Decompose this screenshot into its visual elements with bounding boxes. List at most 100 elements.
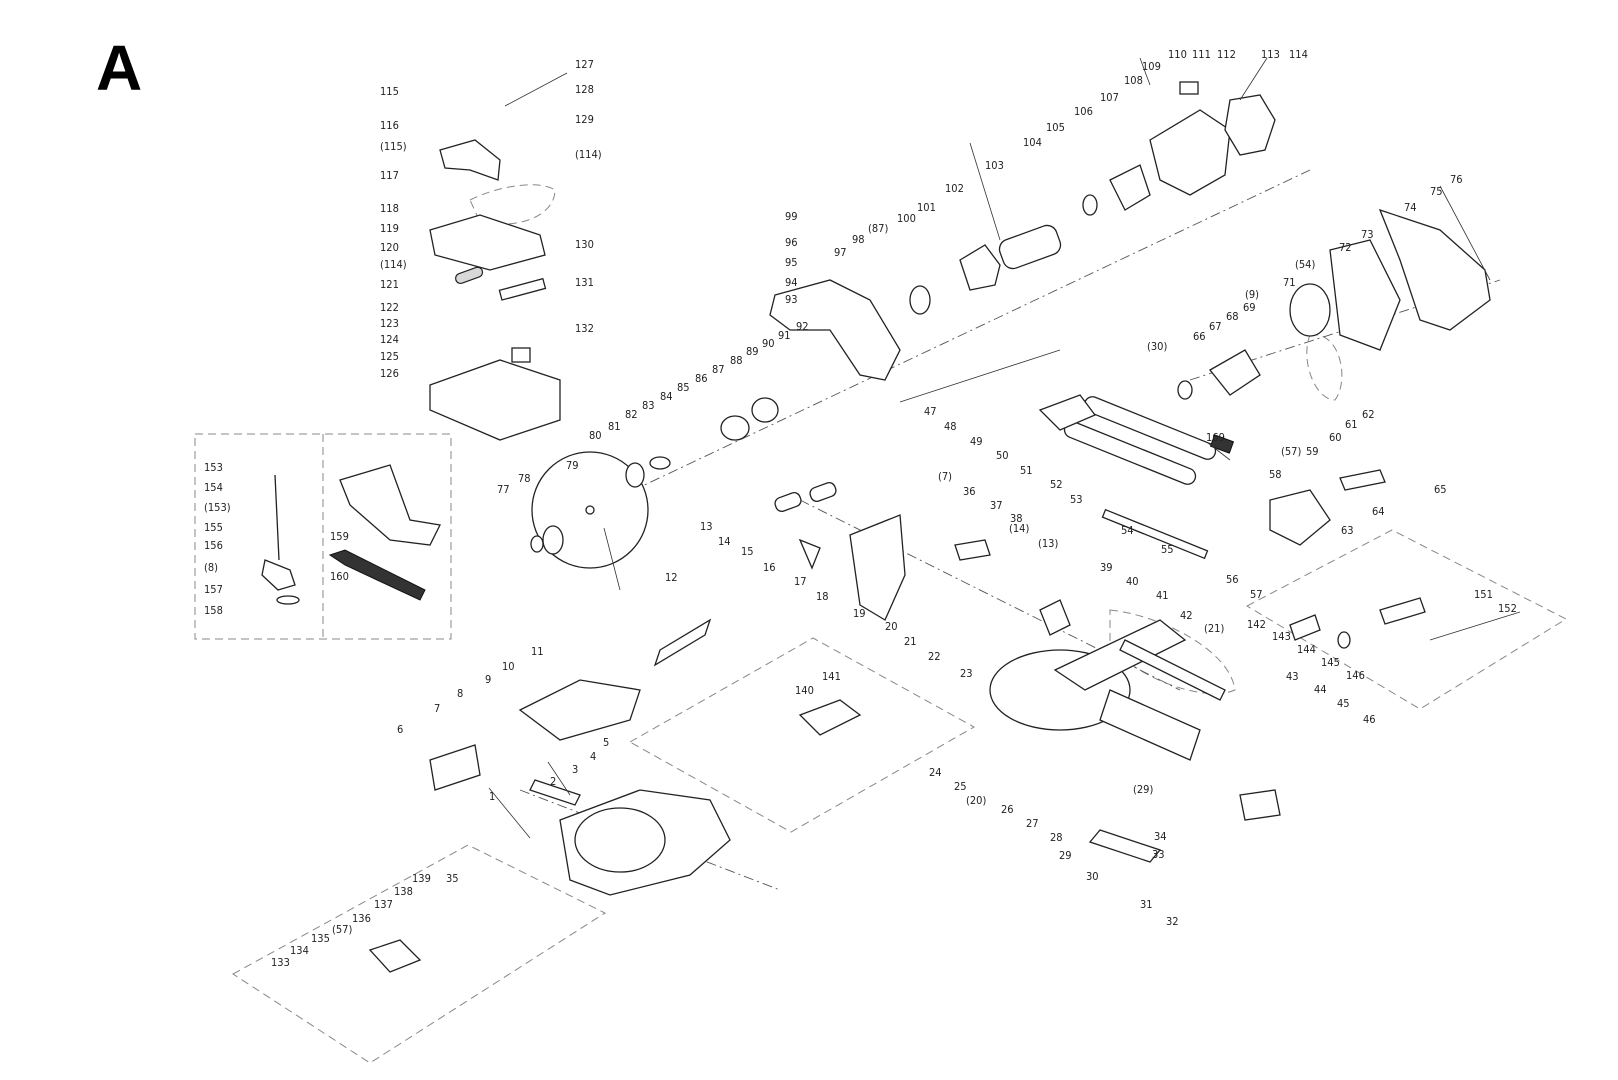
callout-114: 114 <box>1289 48 1308 61</box>
callout-101: 101 <box>917 201 936 214</box>
spindle-part <box>649 456 671 470</box>
callout-2: 2 <box>550 775 556 788</box>
leader-2 <box>547 761 571 796</box>
fence-lock-part <box>1039 599 1071 636</box>
pivot-shaft-part <box>1339 469 1386 491</box>
callout-83: 83 <box>642 399 655 412</box>
callout-ref-29: (29) <box>1133 783 1153 796</box>
callout-69: 69 <box>1243 301 1256 314</box>
laser-module-part <box>1289 614 1321 641</box>
callout-16: 16 <box>763 561 776 574</box>
callout-54: 54 <box>1121 524 1134 537</box>
callout-27: 27 <box>1026 817 1039 830</box>
part-callouts: 1 2 3 4 5 6 7 8 9 10 11 12 13 14 15 16 1… <box>204 48 1517 969</box>
callout-20: 20 <box>885 620 898 633</box>
callout-71: 71 <box>1283 276 1296 289</box>
callout-128: 128 <box>575 83 594 96</box>
laser-cover-part <box>1379 597 1426 625</box>
callout-156: 156 <box>204 539 223 552</box>
motor-baffle-part <box>959 244 1001 291</box>
laser-knob-part <box>1337 631 1351 649</box>
callout-142: 142 <box>1247 618 1266 631</box>
upper-guard-part <box>1378 208 1491 331</box>
callout-ref-57b: (57) <box>332 923 352 936</box>
callout-31: 31 <box>1140 898 1153 911</box>
callout-86: 86 <box>695 372 708 385</box>
callout-46: 46 <box>1363 713 1376 726</box>
callout-80: 80 <box>589 429 602 442</box>
callout-75: 75 <box>1430 185 1443 198</box>
callout-41: 41 <box>1156 589 1169 602</box>
handle-roller-part <box>455 266 484 285</box>
callout-37: 37 <box>990 499 1003 512</box>
callout-155: 155 <box>204 521 223 534</box>
outer-flange-part <box>542 525 564 555</box>
callout-107: 107 <box>1100 91 1119 104</box>
bevel-arm-part <box>849 514 906 621</box>
clamp-arm-part <box>261 559 296 591</box>
callout-ref-7: (7) <box>938 470 952 483</box>
callout-115: 115 <box>380 85 399 98</box>
fence-left-part <box>429 744 481 791</box>
callout-140: 140 <box>795 684 814 697</box>
callout-65: 65 <box>1434 483 1447 496</box>
callout-160: 160 <box>330 570 349 583</box>
callout-64: 64 <box>1372 505 1385 518</box>
callout-145: 145 <box>1321 656 1340 669</box>
callout-132: 132 <box>575 322 594 335</box>
callout-4: 4 <box>590 750 596 763</box>
callout-103: 103 <box>985 159 1004 172</box>
leader-114 <box>1239 57 1268 101</box>
callout-17: 17 <box>794 575 807 588</box>
callout-62: 62 <box>1362 408 1375 421</box>
callout-7: 7 <box>434 702 440 715</box>
callout-94: 94 <box>785 276 798 289</box>
callout-57: 57 <box>1250 588 1263 601</box>
motor-bearing-part <box>909 285 931 315</box>
trigger-part <box>498 277 547 301</box>
callout-73: 73 <box>1361 228 1374 241</box>
callout-24: 24 <box>929 766 942 779</box>
callout-133: 133 <box>271 956 290 969</box>
motor-axis-line <box>559 169 1311 526</box>
callout-28: 28 <box>1050 831 1063 844</box>
callout-72: 72 <box>1339 241 1352 254</box>
callout-105: 105 <box>1046 121 1065 134</box>
table-insert-part <box>1053 619 1187 691</box>
callout-52: 52 <box>1050 478 1063 491</box>
side-extension-outline <box>628 637 976 833</box>
accessory-box-outline <box>194 433 452 640</box>
armature-bearing-part <box>1082 194 1098 216</box>
callout-74: 74 <box>1404 201 1417 214</box>
callout-130: 130 <box>575 238 594 251</box>
callout-ref-57a: (57) <box>1281 445 1301 458</box>
callout-109: 109 <box>1142 60 1161 73</box>
callout-113: 113 <box>1261 48 1280 61</box>
guard-screws-outline <box>1306 334 1343 401</box>
callout-58: 58 <box>1269 468 1282 481</box>
callout-18: 18 <box>816 590 829 603</box>
switch-part <box>511 347 531 363</box>
callout-131: 131 <box>575 276 594 289</box>
leader-lines <box>488 57 1521 839</box>
callout-50: 50 <box>996 449 1009 462</box>
callout-34: 34 <box>1154 830 1167 843</box>
lock-rod-part <box>1101 508 1209 560</box>
callout-39: 39 <box>1100 561 1113 574</box>
callout-144: 144 <box>1297 643 1316 656</box>
callout-84: 84 <box>660 390 673 403</box>
callout-137: 137 <box>374 898 393 911</box>
callout-6: 6 <box>397 723 403 736</box>
callout-ref-20: (20) <box>966 794 986 807</box>
leader-1 <box>488 787 531 839</box>
callout-117: 117 <box>380 169 399 182</box>
callout-95: 95 <box>785 256 798 269</box>
callout-134: 134 <box>290 944 309 957</box>
side-extension-part <box>798 699 862 736</box>
blade-arbor-hole <box>585 505 595 515</box>
callout-78: 78 <box>518 472 531 485</box>
callout-135: 135 <box>311 932 330 945</box>
callout-11: 11 <box>531 645 544 658</box>
callout-3: 3 <box>572 763 578 776</box>
